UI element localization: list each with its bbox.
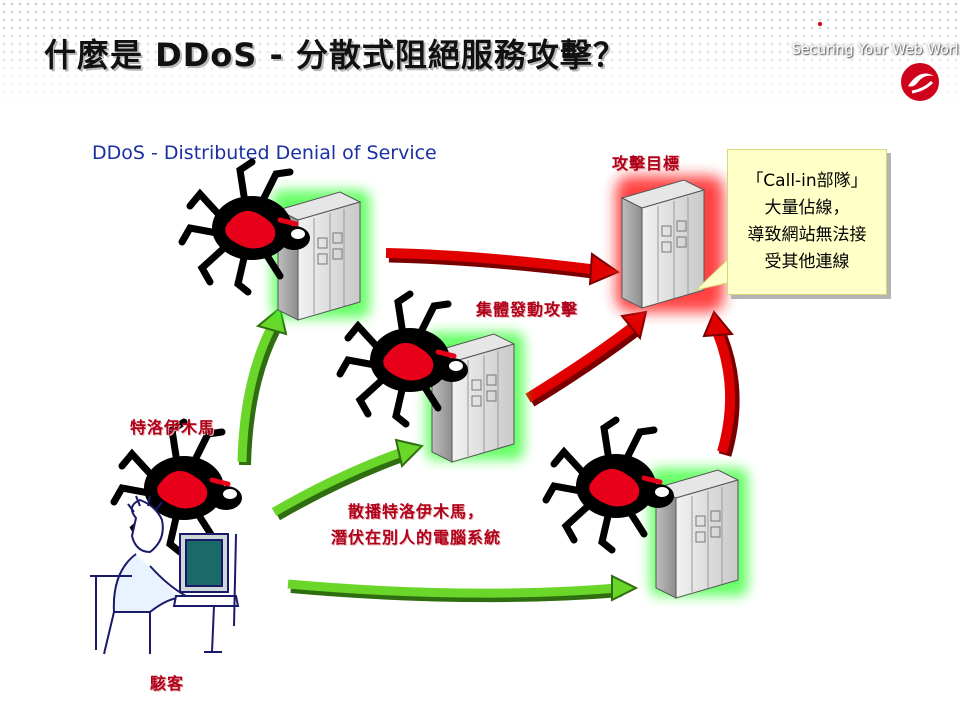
callout-box: 「Call-in部隊」 大量佔線， 導致網站無法接 受其他連線 xyxy=(727,149,887,295)
trend-logo-icon xyxy=(899,61,941,103)
spread-arrow-up xyxy=(237,306,288,466)
server-icon xyxy=(277,191,361,321)
brand-dot xyxy=(818,22,822,26)
attack-arrow-bottom xyxy=(702,310,740,457)
target-server-icon xyxy=(621,179,705,309)
spread-arrow-bottom xyxy=(287,574,639,603)
spread-arrow-middle xyxy=(271,438,424,521)
label-spread-line1: 散播特洛伊木馬， xyxy=(347,502,484,521)
label-trojan: 特洛伊木馬 xyxy=(130,418,216,437)
label-target: 攻擊目標 xyxy=(612,154,681,173)
brand-tagline: Securing Your Web World xyxy=(792,42,960,58)
callout-line: 導致網站無法接 xyxy=(747,225,867,245)
callout-line: 大量佔線， xyxy=(764,198,850,218)
label-spread-line2: 潛伏在別人的電腦系統 xyxy=(330,528,501,547)
callout-line: 「Call-in部隊」 xyxy=(746,171,868,191)
attack-arrow-middle xyxy=(525,310,648,407)
callout-text: 「Call-in部隊」 大量佔線， 導致網站無法接 受其他連線 xyxy=(728,168,886,276)
diagram-subtitle: DDoS - Distributed Denial of Service xyxy=(92,142,437,164)
label-hacker: 駭客 xyxy=(150,674,185,693)
attack-arrow-top xyxy=(385,248,621,286)
label-coordinated-attack: 集體發動攻擊 xyxy=(476,300,579,319)
header-dot-fade xyxy=(0,0,960,110)
callout-line: 受其他連線 xyxy=(764,252,850,272)
hacker-at-computer-icon xyxy=(90,495,240,655)
page-title: 什麼是 DDoS - 分散式阻絕服務攻擊？ xyxy=(44,36,626,74)
